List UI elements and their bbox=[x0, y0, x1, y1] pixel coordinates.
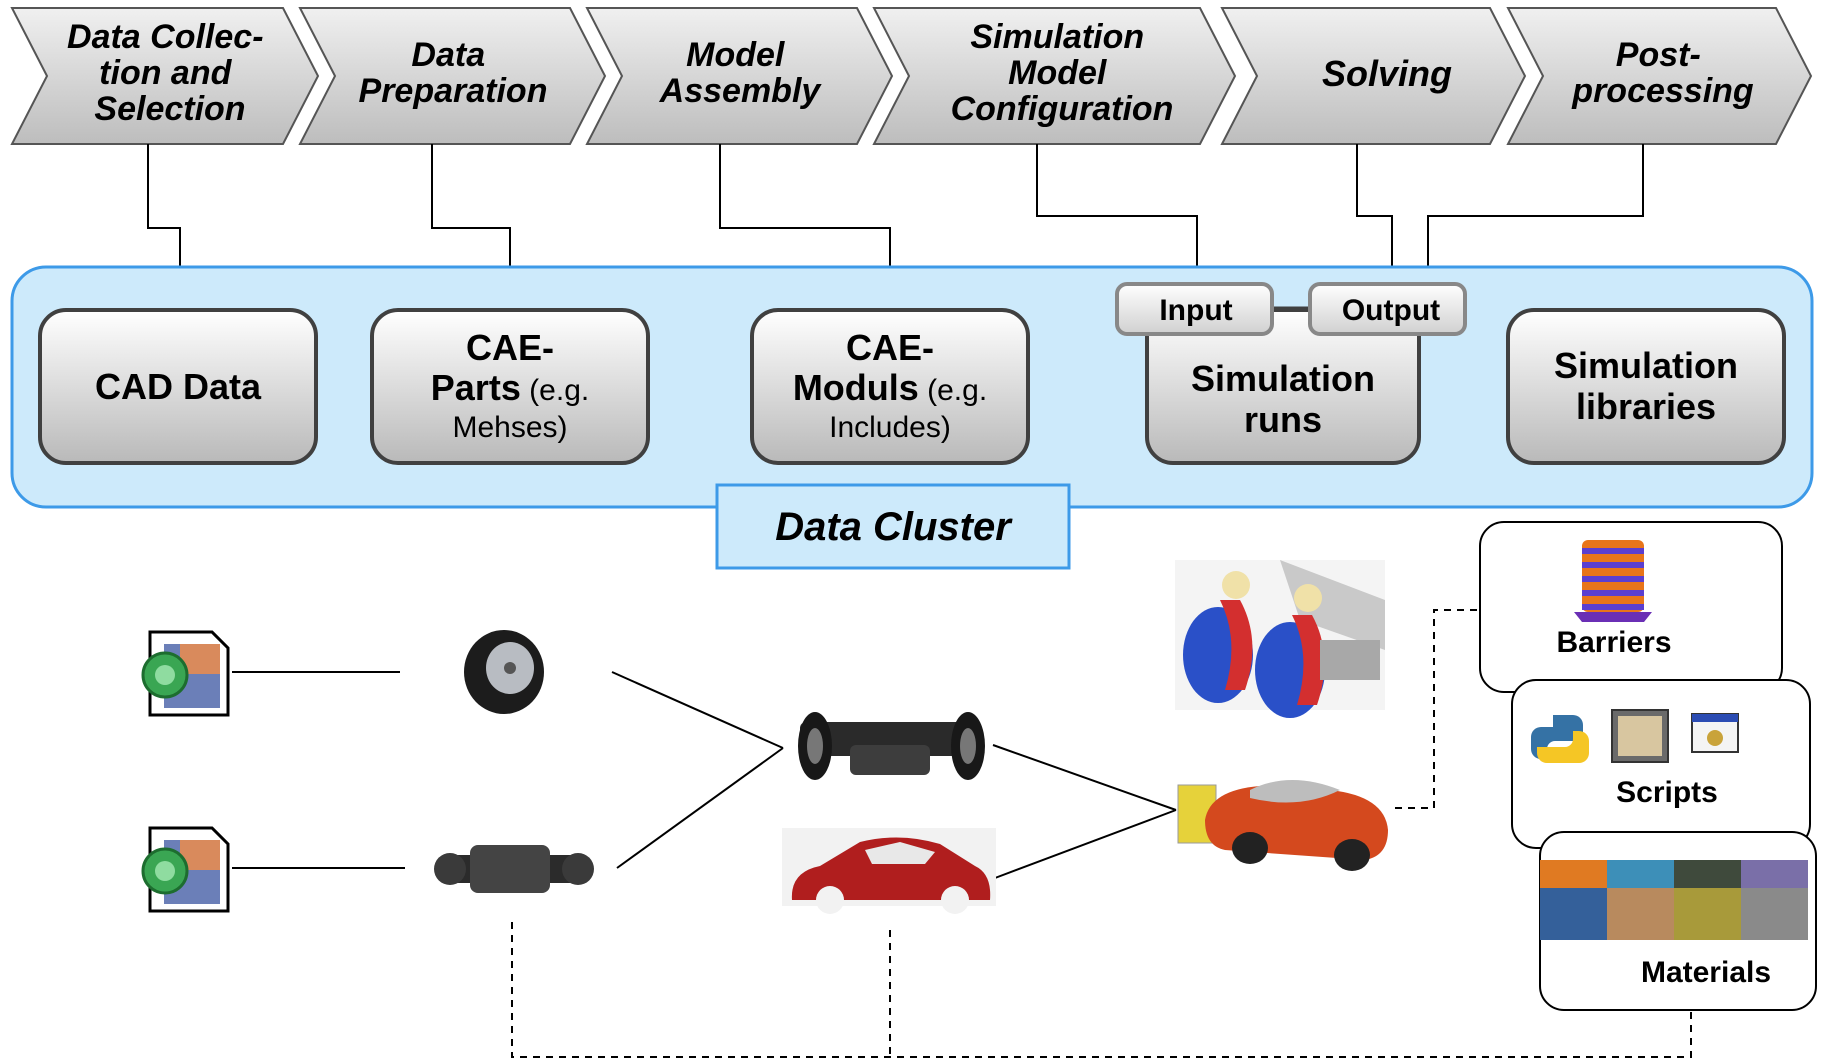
cae-parts-box[interactable]: CAE- Parts (e.g. Mehses) bbox=[370, 308, 650, 465]
wheel-part-image bbox=[464, 630, 544, 714]
cae-moduls-line3: Includes) bbox=[829, 411, 951, 444]
cad-data-label: CAD Data bbox=[95, 366, 262, 407]
barriers-card[interactable]: Barriers bbox=[1479, 521, 1783, 693]
crash-car-model-image bbox=[1177, 780, 1388, 871]
chevron-model-assembly: Model Assembly bbox=[585, 7, 894, 145]
cae-moduls-label: CAE- bbox=[846, 327, 934, 368]
crash-simulation-image bbox=[1175, 560, 1385, 718]
chevron-simulation-model-configuration-label: Simulation Model Configuration bbox=[951, 18, 1174, 128]
application-window-icon bbox=[1691, 713, 1739, 753]
chassis-image bbox=[798, 712, 985, 780]
connector-cad bbox=[147, 144, 185, 305]
simulation-libraries-box[interactable]: Simulation libraries bbox=[1506, 308, 1786, 465]
chevron-simulation-model-configuration: Simulation Model Configuration bbox=[872, 7, 1237, 145]
simulation-libraries-line2: libraries bbox=[1576, 386, 1716, 427]
process-connectors bbox=[147, 144, 1644, 305]
chevron-post-processing: Post- processing bbox=[1506, 7, 1813, 145]
materials-texture-grid bbox=[1540, 860, 1808, 940]
cad-data-box[interactable]: CAD Data bbox=[38, 308, 318, 465]
process-chevron-row: Data Collec- tion and Selection Data Pre… bbox=[10, 7, 1813, 145]
output-tag-label: Output bbox=[1342, 294, 1440, 327]
chevron-solving-label: Solving bbox=[1322, 53, 1452, 94]
chevron-data-preparation: Data Preparation bbox=[298, 7, 607, 145]
script-window-icon bbox=[1611, 709, 1669, 763]
axle-part-image bbox=[434, 845, 594, 893]
chevron-model-assembly-label: Model Assembly bbox=[659, 36, 823, 110]
cae-moduls-line2: Moduls (e.g. bbox=[793, 367, 987, 408]
scripts-card[interactable]: Scripts bbox=[1511, 679, 1811, 849]
cad-file-icon-bottom bbox=[141, 826, 230, 913]
input-tag[interactable]: Input bbox=[1115, 282, 1274, 336]
cae-parts-line2: Parts (e.g. bbox=[431, 367, 589, 408]
data-cluster: CAD Data CAE- Parts (e.g. Mehses) CAE- M… bbox=[10, 265, 1814, 570]
cae-parts-label: CAE- bbox=[466, 327, 554, 368]
output-tag[interactable]: Output bbox=[1308, 282, 1467, 336]
car-body-image bbox=[782, 828, 996, 914]
data-cluster-label: Data Cluster bbox=[775, 505, 1013, 549]
connector-output-post bbox=[1423, 144, 1644, 289]
barriers-label: Barriers bbox=[1556, 626, 1671, 659]
chevron-data-collection-label: Data Collec- tion and Selection bbox=[67, 18, 273, 128]
chevron-data-preparation-label: Data Preparation bbox=[359, 36, 548, 110]
simulation-runs-line2: runs bbox=[1244, 399, 1322, 440]
assembly-lines bbox=[232, 671, 1177, 879]
chevron-post-processing-label: Post- processing bbox=[1571, 36, 1754, 110]
input-tag-label: Input bbox=[1159, 294, 1232, 327]
connector-moduls bbox=[719, 144, 895, 305]
connector-output-solving bbox=[1356, 144, 1397, 289]
library-dashed-lines bbox=[511, 609, 1692, 1058]
barrier-icon bbox=[1574, 540, 1652, 622]
simulation-libraries-line1: Simulation bbox=[1554, 345, 1738, 386]
simulation-runs-line1: Simulation bbox=[1191, 358, 1375, 399]
connector-parts bbox=[431, 144, 515, 305]
cae-moduls-box[interactable]: CAE- Moduls (e.g. Includes) bbox=[750, 308, 1030, 465]
materials-card[interactable]: Materials bbox=[1539, 831, 1817, 1011]
data-cluster-label-box: Data Cluster bbox=[715, 483, 1071, 570]
scripts-label: Scripts bbox=[1616, 776, 1718, 809]
chevron-data-collection: Data Collec- tion and Selection bbox=[10, 7, 320, 145]
chevron-solving: Solving bbox=[1220, 7, 1527, 145]
cad-file-icon-top bbox=[141, 630, 230, 717]
simulation-runs-box[interactable]: Simulation runs bbox=[1145, 308, 1421, 465]
cae-parts-line3: Mehses) bbox=[452, 411, 567, 444]
materials-label: Materials bbox=[1641, 956, 1771, 989]
python-icon bbox=[1531, 715, 1589, 763]
connector-input bbox=[1036, 144, 1202, 287]
